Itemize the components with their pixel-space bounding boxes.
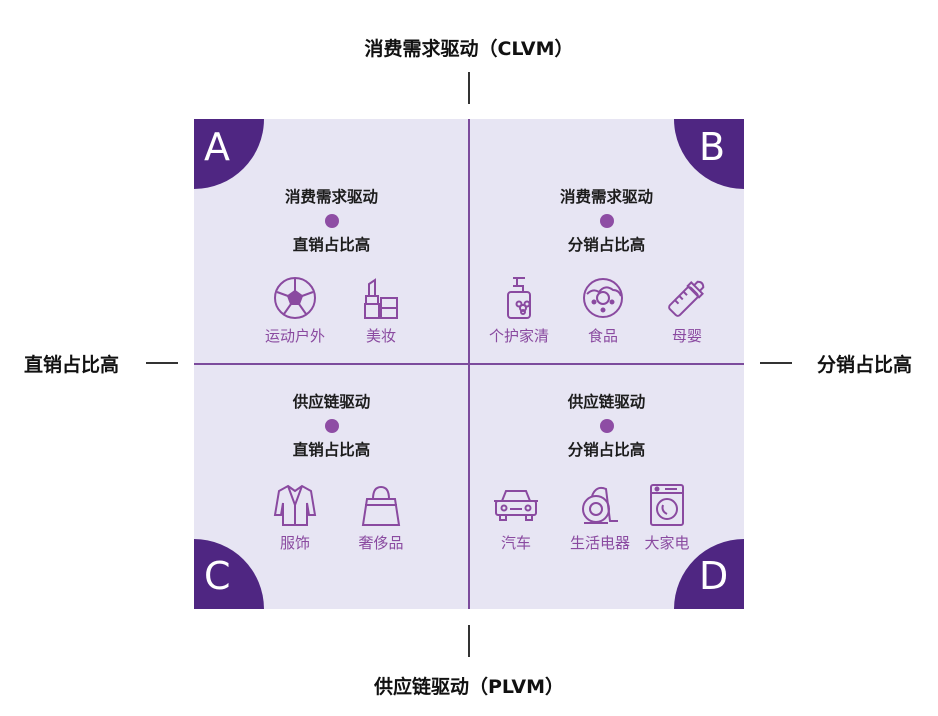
category-label: 运动户外	[264, 327, 325, 345]
category-item: 汽车	[468, 481, 564, 553]
quadrant-channel: 直销占比高	[292, 236, 371, 254]
quadrant-letter-d: D	[699, 554, 729, 598]
quadrant-letter-a: A	[204, 125, 230, 169]
horizontal-divider	[194, 363, 744, 365]
separator-dot	[599, 214, 614, 228]
axis-label-top: 消费需求驱动（CLVM）	[364, 38, 574, 60]
category-item: 美妆	[333, 274, 429, 346]
handbag-icon	[361, 485, 401, 526]
category-item: 母婴	[639, 274, 735, 346]
quadrant-driver: 供应链驱动	[292, 393, 371, 411]
category-item: 个护家清	[471, 274, 567, 346]
axis-tick-bottom	[468, 625, 470, 657]
quadrant-matrix: A B C D 消费需求驱动 直销占比高 运动户外	[194, 119, 744, 609]
separator-dot	[599, 419, 614, 433]
quadrant-b: 消费需求驱动 分销占比高 个护家清 食品	[469, 119, 744, 364]
vacuum-cleaner-icon	[582, 486, 618, 524]
axis-tick-right	[760, 362, 792, 364]
coat-icon	[273, 484, 317, 526]
quadrant-driver: 供应链驱动	[567, 393, 646, 411]
quadrant-channel: 分销占比高	[567, 441, 646, 459]
quadrant-channel: 分销占比高	[567, 236, 646, 254]
category-label: 食品	[587, 327, 618, 345]
axis-tick-top	[468, 72, 470, 104]
quadrant-channel: 直销占比高	[292, 441, 371, 459]
separator-dot	[324, 214, 339, 228]
quadrant-driver: 消费需求驱动	[559, 188, 653, 206]
donut-icon	[583, 278, 623, 318]
category-item: 大家电	[619, 481, 715, 553]
category-label: 生活电器	[569, 534, 630, 552]
baby-bottle-icon	[668, 280, 705, 317]
soccer-ball-icon	[274, 277, 316, 319]
corner-badge-b: B	[674, 119, 744, 189]
axis-label-bottom: 供应链驱动（PLVM）	[373, 676, 565, 698]
car-icon	[494, 490, 538, 521]
category-label: 服饰	[279, 534, 310, 552]
quadrant-driver: 消费需求驱动	[284, 188, 378, 206]
category-label: 大家电	[644, 534, 690, 552]
axis-label-right: 分销占比高	[816, 354, 912, 376]
axis-label-left: 直销占比高	[24, 354, 120, 376]
category-label: 奢侈品	[358, 534, 404, 552]
category-item: 食品	[555, 274, 651, 346]
corner-badge-a: A	[194, 119, 264, 189]
category-item: 服饰	[247, 481, 343, 553]
quadrant-c: 供应链驱动 直销占比高 服饰 奢侈品	[194, 364, 469, 609]
washing-machine-icon	[650, 484, 684, 526]
category-label: 个护家清	[488, 327, 549, 345]
separator-dot	[324, 419, 339, 433]
quadrant-letter-b: B	[699, 125, 726, 169]
axis-tick-left	[146, 362, 178, 364]
category-item: 运动户外	[247, 274, 343, 346]
quadrant-d: 供应链驱动 分销占比高 汽车 生活电器	[469, 364, 744, 609]
category-item: 奢侈品	[333, 481, 429, 553]
lipstick-icon	[364, 278, 398, 319]
category-label: 美妆	[365, 327, 396, 345]
soap-bottle-icon	[507, 277, 531, 319]
category-item: 生活电器	[552, 481, 648, 553]
category-label: 汽车	[500, 534, 531, 552]
category-label: 母婴	[671, 327, 702, 345]
quadrant-a: 消费需求驱动 直销占比高 运动户外 美妆	[194, 119, 469, 364]
quadrant-letter-c: C	[204, 554, 231, 598]
